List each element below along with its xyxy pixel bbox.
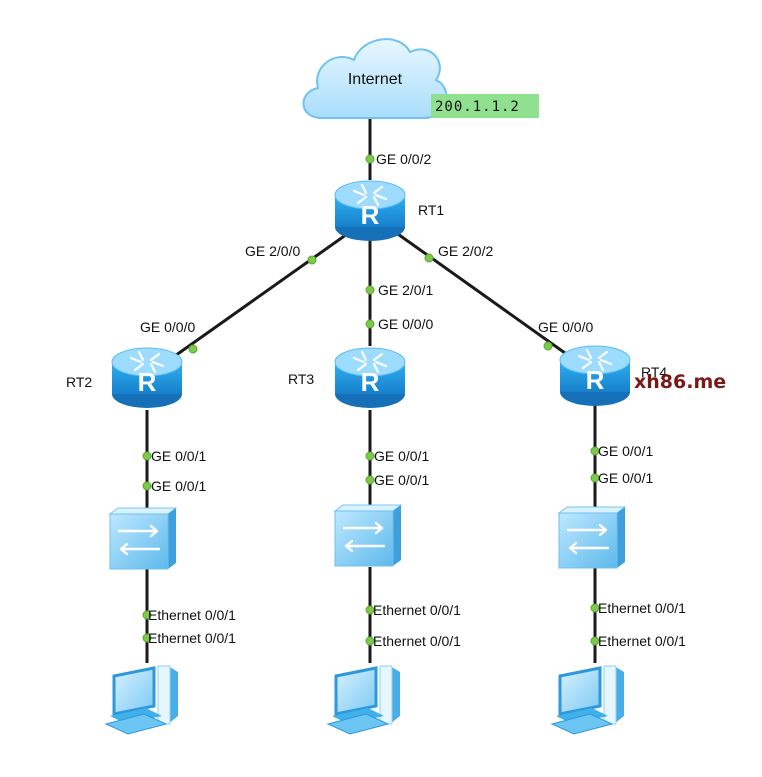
internet-label: Internet xyxy=(348,71,403,88)
port-dot-rt1-left xyxy=(307,255,317,265)
port-dot-pc4-up xyxy=(590,636,600,646)
port-dot-sw4-down xyxy=(590,603,600,613)
rt4-label: RT4 xyxy=(641,364,667,380)
link-rt1-rt2 xyxy=(171,230,351,360)
pc3-pc-icon[interactable] xyxy=(326,664,402,736)
port-dot-rt2-down xyxy=(142,451,152,461)
port-label-rt4-up: GE 0/0/0 xyxy=(538,319,593,335)
rt2-router-icon[interactable] xyxy=(110,346,184,410)
rt3-router-icon[interactable] xyxy=(333,346,407,410)
port-dot-rt2-up xyxy=(188,344,198,354)
port-label-sw3-down: Ethernet 0/0/1 xyxy=(373,602,461,618)
sw3-switch-icon[interactable] xyxy=(333,503,403,568)
port-dot-rt3-down xyxy=(365,451,375,461)
port-label-rt3-down: GE 0/0/1 xyxy=(374,448,429,464)
port-label-rt1-up: GE 0/0/2 xyxy=(376,151,431,167)
port-dot-rt3-up xyxy=(365,319,375,329)
port-dot-rt4-down xyxy=(590,446,600,456)
port-dot-rt1-right xyxy=(424,253,434,263)
internet-cloud-icon[interactable] xyxy=(302,38,448,119)
port-label-rt2-down: GE 0/0/1 xyxy=(151,448,206,464)
port-dot-sw3-down xyxy=(365,605,375,615)
port-dot-sw2-down xyxy=(142,610,152,620)
port-dot-sw4-up xyxy=(590,473,600,483)
port-label-rt4-down: GE 0/0/1 xyxy=(598,443,653,459)
port-dot-rt4-up xyxy=(543,341,553,351)
port-label-rt1-mid: GE 2/0/1 xyxy=(378,282,433,298)
port-label-pc4-up: Ethernet 0/0/1 xyxy=(598,633,686,649)
port-dot-sw3-up xyxy=(365,475,375,485)
internet-ip-label: 200.1.1.2 xyxy=(435,99,520,115)
internet-ip-badge xyxy=(431,94,539,118)
port-label-rt1-left: GE 2/0/0 xyxy=(245,243,300,259)
rt2-label: RT2 xyxy=(66,374,92,390)
port-label-rt3-up: GE 0/0/0 xyxy=(378,316,433,332)
port-dot-rt1-mid xyxy=(365,285,375,295)
port-label-pc2-up: Ethernet 0/0/1 xyxy=(148,630,236,646)
port-label-pc3-up: Ethernet 0/0/1 xyxy=(373,633,461,649)
port-label-rt2-up: GE 0/0/0 xyxy=(140,319,195,335)
rt4-router-icon[interactable] xyxy=(558,344,632,408)
port-label-sw2-down: Ethernet 0/0/1 xyxy=(148,607,236,623)
sw2-switch-icon[interactable] xyxy=(108,506,178,571)
link-rt1-rt4 xyxy=(394,230,573,360)
port-label-sw4-up: GE 0/0/1 xyxy=(598,470,653,486)
sw4-switch-icon[interactable] xyxy=(557,505,627,570)
port-label-sw3-up: GE 0/0/1 xyxy=(374,472,429,488)
port-label-sw4-down: Ethernet 0/0/1 xyxy=(598,600,686,616)
port-dot-pc3-up xyxy=(365,636,375,646)
port-label-rt1-right: GE 2/0/2 xyxy=(438,243,493,259)
pc2-pc-icon[interactable] xyxy=(104,664,180,736)
pc4-pc-icon[interactable] xyxy=(550,664,626,736)
port-dot-sw2-up xyxy=(142,481,152,491)
port-dot-rt1-up xyxy=(365,154,375,164)
rt1-label: RT1 xyxy=(418,202,444,218)
port-dot-pc2-up xyxy=(142,633,152,643)
rt3-label: RT3 xyxy=(288,371,314,387)
rt1-router-icon[interactable] xyxy=(333,179,407,243)
watermark-text: xh86.me xyxy=(634,371,726,393)
port-label-sw2-up: GE 0/0/1 xyxy=(151,478,206,494)
